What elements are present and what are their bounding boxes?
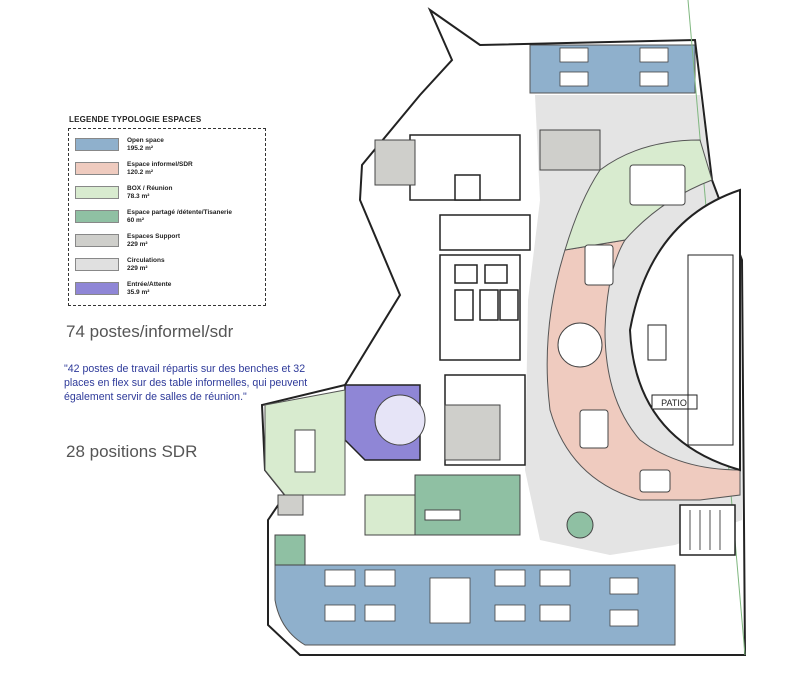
legend-label: Circulations [127,257,165,264]
round-lounge [566,511,594,539]
phone-box [274,534,306,566]
legend-area: 120.2 m² [127,168,154,176]
meeting-tables [557,164,686,493]
legend-swatch [75,234,119,247]
lounge-counter [424,509,461,521]
patio-element [647,324,667,361]
legend-label: Espace partagé /détente/Tisanerie [127,209,233,216]
legend-swatch [75,282,119,295]
workstations-bottom [324,569,639,627]
legend-swatch [75,258,119,271]
legend-label: Entrée/Attente [127,281,172,288]
legend-label: BOX / Réunion [127,185,173,192]
patio-label-box [651,394,698,410]
workstations-top [559,47,669,87]
legend-swatch [75,186,119,199]
legend-swatch [75,138,119,151]
stairs [679,504,736,556]
open-space-top [529,44,696,94]
support-spaces [374,129,601,461]
legend-label: Espace informel/SDR [127,161,193,168]
sdr-summary: 28 positions SDR [66,442,198,461]
legend-area: 78.3 m² [127,192,150,200]
small-box [364,494,416,536]
legend-area: 60 m² [127,216,144,224]
legend-area: 195.2 m² [127,144,154,152]
meeting-table-left [294,429,316,473]
legend-area: 229 m² [127,264,148,272]
postes-summary: 74 postes/informel/sdr [66,322,234,341]
legend-label: Espaces Support [127,233,181,240]
support-room [277,494,304,516]
legend-swatch [75,210,119,223]
entrance-round-table [374,394,426,446]
patio-label: PATIO [661,398,687,408]
postes-quote: "42 postes de travail répartis sur des b… [64,363,308,404]
shared-lounge [414,474,521,536]
legend-label: Open space [127,137,164,144]
legend-swatch [75,162,119,175]
patio-element-2 [687,254,734,446]
legend-title: LEGENDE TYPOLOGIE ESPACES [69,115,202,124]
legend-area: 35.9 m² [127,288,150,296]
legend-area: 229 m² [127,240,148,248]
